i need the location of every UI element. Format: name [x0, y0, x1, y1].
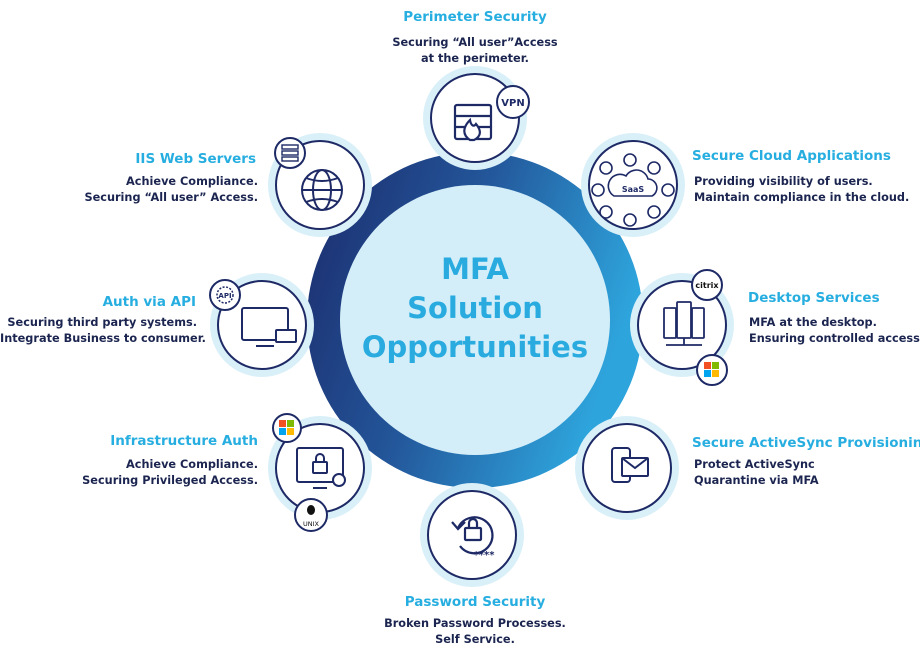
api-desc: Securing third party systems. Integrate …: [0, 315, 206, 347]
cloud-desc: Providing visibility of users. Maintain …: [694, 174, 909, 206]
desc-line: Securing “All user”Access: [392, 36, 558, 49]
monitor-lock-icon: [296, 447, 346, 489]
desc-line: Ensuring controlled access.: [749, 332, 920, 345]
password-title: Password Security: [404, 594, 546, 610]
perimeter-title: Perimeter Security: [403, 9, 547, 25]
mobile-mail-icon: [611, 447, 649, 483]
globe-icon: [301, 169, 343, 211]
monitor-code-icon: [241, 307, 297, 347]
svg-text:UNIX: UNIX: [303, 520, 320, 528]
desc-line: Maintain compliance in the cloud.: [694, 191, 910, 204]
desc-line: Securing “All user” Access.: [84, 191, 258, 204]
svg-text:VPN: VPN: [501, 98, 524, 109]
inner-circle: [340, 185, 610, 455]
iis-desc: Achieve Compliance. Securing “All user” …: [56, 174, 258, 206]
activesync-desc: Protect ActiveSync Quarantine via MFA: [694, 457, 819, 489]
vpn-icon: VPN: [496, 85, 530, 119]
desc-line: Quarantine via MFA: [694, 474, 819, 487]
desc-line: Achieve Compliance.: [126, 175, 258, 188]
infra-title: Infrastructure Auth: [110, 433, 258, 449]
center-line: Opportunities: [361, 330, 589, 364]
desc-line: Self Service.: [435, 633, 515, 646]
linux-unix-icon: UNIX: [294, 498, 328, 532]
desktop-title: Desktop Services: [748, 290, 880, 306]
activesync-title: Secure ActiveSync Provisioning: [692, 435, 920, 451]
api-gear-icon: API: [209, 279, 241, 311]
infra-desc: Achieve Compliance. Securing Privileged …: [58, 457, 258, 489]
firewall-flame-icon: [453, 103, 493, 142]
svg-text:API: API: [218, 292, 231, 300]
center-title: MFA Solution Opportunities: [340, 250, 610, 367]
svg-text:****: ****: [474, 550, 496, 561]
center-line: Solution: [407, 291, 543, 325]
svg-text:SaaS: SaaS: [622, 185, 645, 194]
desc-line: Broken Password Processes.: [384, 617, 566, 630]
cloud-title: Secure Cloud Applications: [692, 148, 891, 164]
center-line: MFA: [441, 252, 509, 286]
desc-line: Providing visibility of users.: [694, 175, 873, 188]
desc-line: Securing third party systems.: [7, 316, 197, 329]
desc-line: at the perimeter.: [421, 52, 529, 65]
password-desc: Broken Password Processes. Self Service.: [345, 616, 605, 648]
desc-line: Achieve Compliance.: [126, 458, 258, 471]
windows-logo-icon: [272, 413, 302, 443]
desc-line: Protect ActiveSync: [694, 458, 815, 471]
citrix-logo-icon: citrix: [691, 269, 723, 301]
desktop-desc: MFA at the desktop. Ensuring controlled …: [749, 315, 920, 347]
svg-text:citrix: citrix: [695, 281, 719, 290]
desc-line: MFA at the desktop.: [749, 316, 877, 329]
perimeter-desc: Securing “All user”Access at the perimet…: [345, 35, 605, 67]
desc-line: Securing Privileged Access.: [82, 474, 258, 487]
desc-line: Integrate Business to consumer.: [0, 332, 206, 345]
iis-title: IIS Web Servers: [135, 151, 256, 167]
server-rack-icon: [663, 301, 705, 346]
server-list-icon: [274, 137, 306, 169]
saas-cloud-icon: SaaS: [591, 153, 675, 227]
windows-logo-icon: [696, 354, 728, 386]
api-title: Auth via API: [102, 294, 196, 310]
password-reset-lock-icon: ****: [451, 516, 496, 561]
